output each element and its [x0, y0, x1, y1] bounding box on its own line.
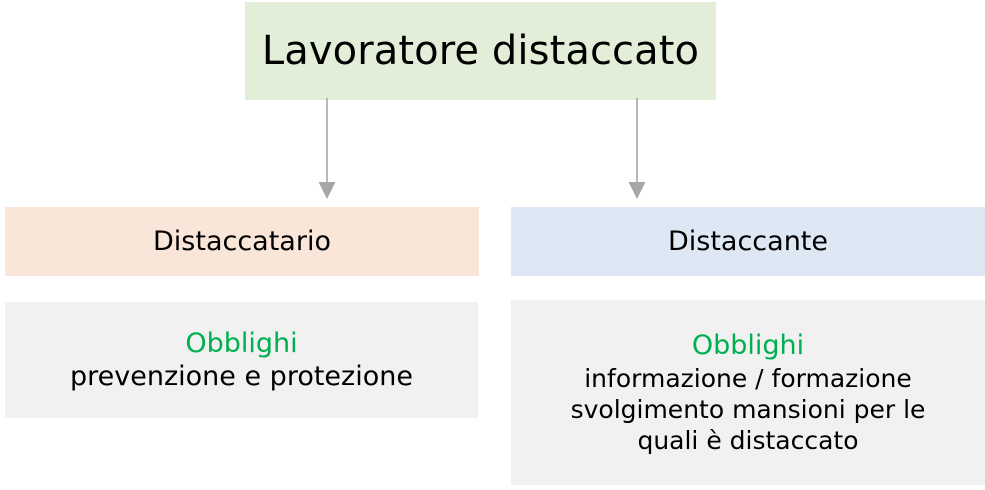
distaccatario-obblighi-heading: Obblighi	[185, 328, 298, 359]
arrow-root-to-distaccatario-icon	[318, 98, 336, 199]
node-root-label: Lavoratore distaccato	[261, 28, 700, 74]
node-lavoratore-distaccato: Lavoratore distaccato	[245, 2, 716, 100]
node-distaccante-label: Distaccante	[667, 226, 829, 257]
node-distaccatario: Distaccatario	[5, 207, 479, 276]
node-distaccatario-label: Distaccatario	[153, 226, 331, 257]
distaccante-obblighi-body: informazione / formazione svolgimento ma…	[570, 364, 926, 455]
node-distaccatario-obblighi: Obblighi prevenzione e protezione	[5, 302, 478, 418]
distaccatario-obblighi-body: prevenzione e protezione	[70, 361, 413, 392]
arrow-root-to-distaccante-icon	[628, 98, 646, 199]
node-distaccante: Distaccante	[511, 207, 985, 276]
distaccante-obblighi-heading: Obblighi	[691, 330, 805, 361]
node-distaccante-obblighi: Obblighi informazione / formazione svolg…	[511, 300, 985, 485]
